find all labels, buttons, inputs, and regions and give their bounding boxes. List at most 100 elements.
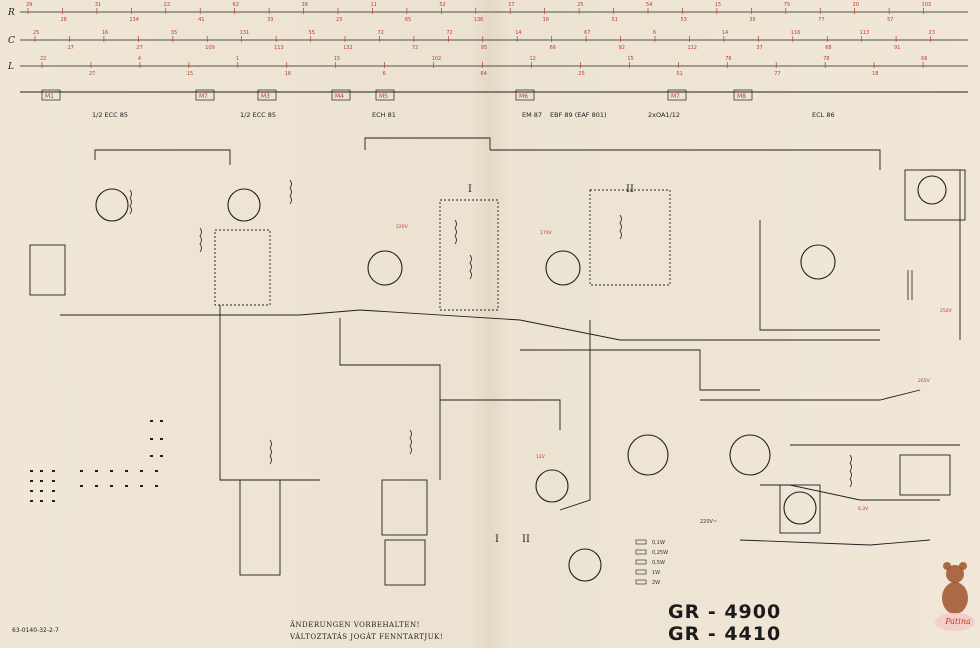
scale-tick-label: 1 — [236, 56, 239, 62]
scale-tick-label: 116 — [791, 30, 801, 36]
resistor-symbol — [635, 539, 647, 545]
module-box — [41, 89, 61, 101]
tube-ech81 — [367, 250, 403, 286]
resistor-symbol — [635, 569, 647, 575]
scale-tick-label: 113 — [860, 30, 870, 36]
scale-tick-label: 77 — [774, 71, 780, 77]
teddy-bear-watermark-icon — [935, 562, 975, 631]
resistor-symbol — [635, 549, 647, 555]
voltage-label-5: 265V — [918, 378, 931, 384]
scale-tick-label: 66 — [921, 56, 927, 62]
scale-tick-label: 15 — [715, 2, 721, 8]
scale-tick-label: 64 — [481, 71, 487, 77]
tube-magic-eye — [917, 175, 947, 205]
scale-tick-label: 25 — [578, 71, 584, 77]
scale-tick-label: 91 — [894, 45, 900, 51]
scale-letter-c: C — [8, 36, 15, 46]
module-box — [195, 89, 215, 101]
scale-tick-label: 134 — [129, 17, 139, 23]
scale-tick-label: 35 — [171, 30, 177, 36]
scale-tick-label: 51 — [676, 71, 682, 77]
scale-tick-label: 29 — [26, 2, 32, 8]
scale-tick-label: 11 — [370, 2, 376, 8]
scale-tick-label: 78 — [823, 56, 829, 62]
scale-tick-label: 38 — [302, 2, 308, 8]
resistor-symbol — [635, 579, 647, 585]
scale-tick-label: 103 — [922, 2, 932, 8]
document-code: 63-0140-32-2-7 — [12, 627, 59, 634]
scale-tick-label: 6 — [383, 71, 386, 77]
voltage-label-4: 250V — [940, 308, 953, 314]
scale-tick-label: 131 — [240, 30, 250, 36]
scale-tick-label: 92 — [619, 45, 625, 51]
scale-tick-label: 15 — [627, 56, 633, 62]
wattage-label: 2W — [652, 580, 660, 586]
module-box-label: M3 — [261, 93, 270, 100]
tube-label-ech81: ECH 81 — [372, 111, 396, 119]
note-hungarian: VÁLTOZTATÁS JOGÁT FENNTARTJUK! — [290, 633, 444, 641]
scale-tick-label: 136 — [474, 17, 484, 23]
voltage-label-6: 6,3V — [858, 506, 869, 512]
scale-tick-label: 37 — [756, 45, 762, 51]
scale-tick-label: 14 — [515, 30, 521, 36]
scale-tick-label: 12 — [529, 56, 535, 62]
scale-tick-label: 75 — [784, 2, 790, 8]
scale-tick-label: 57 — [887, 17, 893, 23]
scale-tick-label: 72 — [412, 45, 418, 51]
module-box — [257, 89, 277, 101]
module-box-label: M8 — [737, 93, 746, 100]
section-mark-i: I — [468, 184, 472, 195]
scale-ticks: 2928311342241623338231165521361716255154… — [26, 2, 935, 77]
scale-tick-label: 23 — [336, 17, 342, 23]
scale-tick-label: 17 — [508, 2, 514, 8]
scale-tick-label: 132 — [343, 45, 353, 51]
scale-tick-label: 53 — [680, 17, 686, 23]
scale-letter-r: R — [7, 8, 15, 18]
legend-mark-i: I — [495, 534, 499, 545]
model-name-gr4410: GR - 4410 — [668, 623, 782, 645]
scale-tick-label: 22 — [40, 56, 46, 62]
scale-tick-label: 112 — [687, 45, 697, 51]
scale-tick-label: 16 — [285, 71, 291, 77]
tube-label-ecc85-2: 1/2 ECC 85 — [240, 111, 276, 119]
scale-tick-label: 18 — [872, 71, 878, 77]
module-box-label: M4 — [335, 93, 344, 100]
scale-tick-label: 15 — [334, 56, 340, 62]
scale-tick-label: 27 — [67, 45, 73, 51]
module-box — [331, 89, 351, 101]
scale-tick-label: 51 — [612, 17, 618, 23]
voltage-label-3: 12V — [536, 454, 546, 460]
model-name-gr4900: GR - 4900 — [668, 601, 782, 623]
scale-tick-label: 22 — [164, 2, 170, 8]
tubes — [95, 175, 947, 582]
meter-m8 — [729, 434, 771, 476]
scale-tick-label: 28 — [60, 17, 66, 23]
scale-tick-label: 25 — [577, 2, 583, 8]
module-box-label: M5 — [379, 93, 388, 100]
scale-tick-label: 54 — [646, 2, 652, 8]
tube-socket — [568, 548, 602, 582]
tube-ecl86 — [800, 244, 836, 280]
switch-matrix — [30, 420, 163, 502]
scale-tick-label: 77 — [818, 17, 824, 23]
meter-m7 — [627, 434, 669, 476]
wattage-label: 1W — [652, 570, 660, 576]
scale-tick-label: 72 — [446, 30, 452, 36]
scale-tick-label: 20 — [853, 2, 859, 8]
scale-tick-label: 76 — [725, 56, 731, 62]
scale-tick-label: 31 — [95, 2, 101, 8]
wiring — [29, 137, 966, 586]
scale-tick-label: 62 — [233, 2, 239, 8]
module-box — [733, 89, 753, 101]
module-box — [667, 89, 687, 101]
module-box — [515, 89, 535, 101]
tube-em87 — [535, 469, 569, 503]
scale-tick-label: 25 — [33, 30, 39, 36]
tube-ecc85-b — [227, 188, 261, 222]
badge-text: Patina — [945, 617, 971, 626]
rectifier — [783, 491, 817, 525]
scale-tick-label: 55 — [309, 30, 315, 36]
